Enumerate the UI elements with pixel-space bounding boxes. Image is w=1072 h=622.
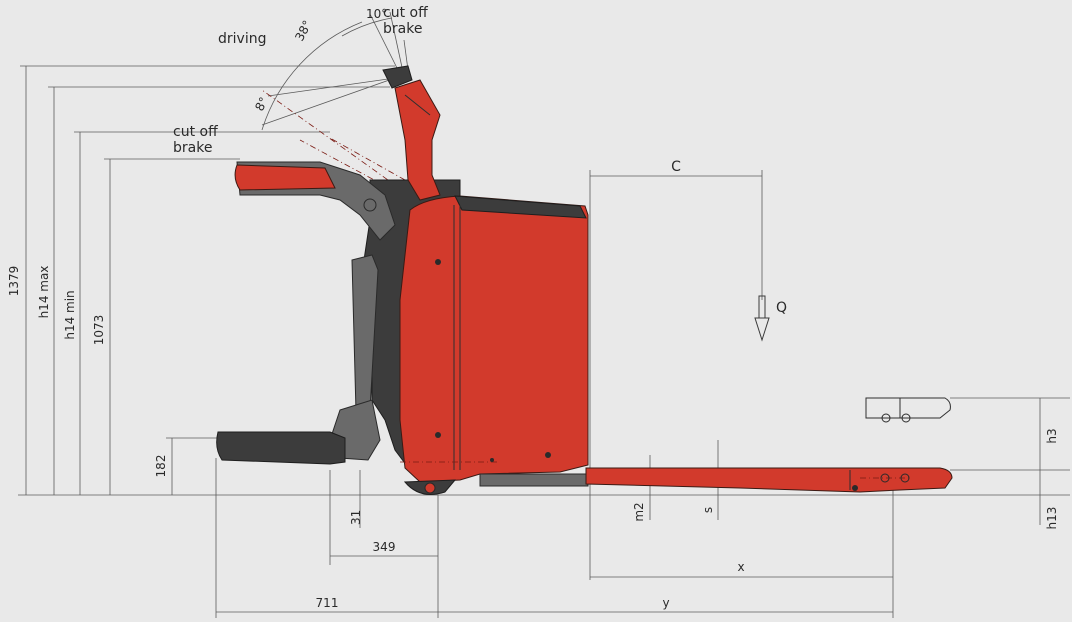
label-angle-8: 8° — [252, 95, 271, 114]
fork-raised-outline — [865, 397, 951, 423]
right-dimensions — [950, 397, 1070, 525]
label-angle-10: 10° — [366, 7, 387, 21]
fork-arm — [585, 467, 953, 493]
truck-body — [363, 179, 589, 495]
dim-s: s — [701, 507, 715, 513]
dim-h14-max: h14 max — [37, 266, 51, 319]
back-rest — [234, 161, 396, 241]
dim-1379: 1379 — [7, 266, 21, 297]
dim-182: 182 — [154, 455, 168, 478]
label-cutoff-top-2: brake — [383, 21, 422, 37]
dim-x: x — [737, 560, 744, 574]
platform-arm — [216, 254, 381, 465]
dim-y: y — [662, 596, 669, 610]
label-cutoff-mid-1: cut off — [173, 124, 218, 140]
dim-1073: 1073 — [92, 315, 106, 346]
dim-711: 711 — [316, 596, 339, 610]
load-arrow-icon — [754, 295, 770, 342]
label-angle-38: 38° — [292, 18, 314, 43]
tiller-angle-arcs — [261, 11, 431, 211]
dim-31: 31 — [349, 510, 363, 525]
label-cutoff-top-1: cut off — [383, 5, 428, 21]
dim-349: 349 — [373, 540, 396, 554]
dim-m2: m2 — [632, 502, 646, 521]
dim-h14-min: h14 min — [63, 290, 77, 339]
tiller-handle — [382, 65, 441, 201]
height-dimensions — [20, 65, 395, 495]
bottom-dimensions — [215, 170, 894, 618]
label-cutoff-mid-2: brake — [173, 140, 212, 156]
label-driving: driving — [218, 31, 266, 47]
dim-h13: h13 — [1045, 507, 1059, 530]
label-q: Q — [776, 300, 787, 316]
dim-h3: h3 — [1045, 428, 1059, 443]
label-c: C — [671, 159, 681, 175]
